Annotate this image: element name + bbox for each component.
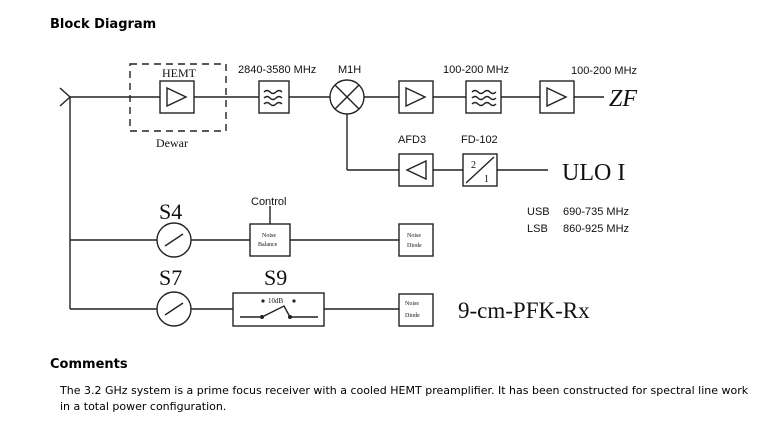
- noise-diode-2-label-2: Diode: [405, 313, 420, 319]
- dewar-label: Dewar: [156, 136, 188, 150]
- fd102-label: FD-102: [461, 134, 498, 146]
- hemt-label: HEMT: [162, 66, 197, 80]
- antenna-feed-icon: [59, 87, 72, 107]
- filter-icon: [471, 89, 497, 107]
- noise-balance-box: [249, 223, 291, 257]
- amp-out-label: 100-200 MHz: [571, 65, 637, 77]
- comments-text: The 3.2 GHz system is a prime focus rece…: [60, 384, 749, 413]
- zf-label: ZF: [609, 86, 637, 112]
- attenuator-switch-icon: [240, 305, 318, 318]
- noise-diode-1-label-1: Noise: [407, 233, 421, 239]
- noise-balance-label-2: Balance: [258, 242, 278, 248]
- control-label: Control: [251, 196, 286, 208]
- s7-label: S7: [159, 265, 182, 290]
- switch-icon: [164, 233, 184, 247]
- afd3-label: AFD3: [398, 134, 426, 146]
- usb-label: USB: [527, 206, 550, 218]
- amplifier-icon: [405, 159, 427, 181]
- amplifier-icon: [166, 86, 188, 108]
- divider-top: 2: [471, 160, 476, 171]
- receiver-name: 9-cm-PFK-Rx: [458, 298, 590, 323]
- amplifier-icon: [405, 86, 427, 108]
- divider-bottom: 1: [484, 174, 489, 185]
- lsb-label: LSB: [527, 223, 548, 235]
- noise-diode-1-label-2: Diode: [407, 243, 422, 249]
- lsb-range: 860-925 MHz: [563, 223, 629, 235]
- noise-diode-2-label-1: Noise: [405, 301, 419, 307]
- filter-icon: [263, 89, 283, 107]
- noise-diode-box-1: [398, 223, 434, 257]
- noise-balance-label-1: Noise: [262, 233, 276, 239]
- bandpass-1-label: 2840-3580 MHz: [238, 64, 316, 76]
- bandpass-2-label: 100-200 MHz: [443, 64, 509, 76]
- bandpass-filter-1: [258, 80, 290, 114]
- s4-label: S4: [159, 199, 182, 224]
- hemt-amplifier: [159, 80, 195, 114]
- usb-range: 690-735 MHz: [563, 206, 629, 218]
- bandpass-filter-2: [465, 80, 502, 114]
- dewar-box: [129, 63, 227, 132]
- divider-slash-icon: [465, 156, 495, 184]
- amplifier-icon: [546, 86, 568, 108]
- noise-diode-box-2: [398, 293, 434, 327]
- ulo-label: ULO I: [562, 160, 625, 186]
- afd3-amplifier: [398, 153, 434, 187]
- if-amplifier-2: [539, 80, 575, 114]
- mixer-label: M1H: [338, 64, 361, 76]
- comments-heading: Comments: [50, 357, 128, 372]
- switch-icon: [164, 302, 184, 316]
- block-diagram-heading: Block Diagram: [50, 17, 157, 32]
- s9-label: S9: [264, 265, 287, 290]
- if-amplifier-1: [398, 80, 434, 114]
- attenuator-label: 10dB: [268, 297, 284, 305]
